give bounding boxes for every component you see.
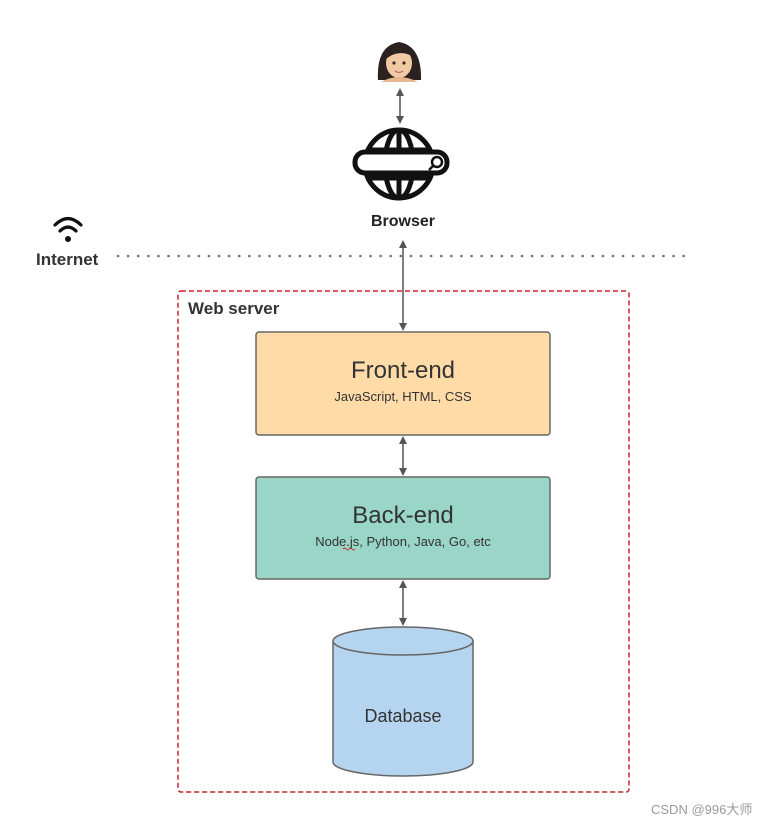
user-avatar-icon [377,42,422,82]
watermark: CSDN @996大师 [651,802,753,817]
frontend-title: Front-end [350,357,456,384]
database-cylinder [332,626,474,777]
frontend-box [255,331,551,436]
frontend-subtitle: JavaScript, HTML, CSS [334,389,472,404]
backend-title: Back-end [352,502,454,529]
web-server-boundary [177,290,630,793]
globe-browser-icon [352,127,450,201]
database-label: Database [364,706,442,726]
internet-label: Internet [36,250,99,269]
wifi-icon [53,216,83,242]
spellcheck-underline [342,547,356,551]
backend-subtitle: Node.js, Python, Java, Go, etc [315,534,491,549]
browser-label: Browser [370,213,436,230]
web-server-label: Web server [188,299,280,318]
backend-box [255,476,551,580]
